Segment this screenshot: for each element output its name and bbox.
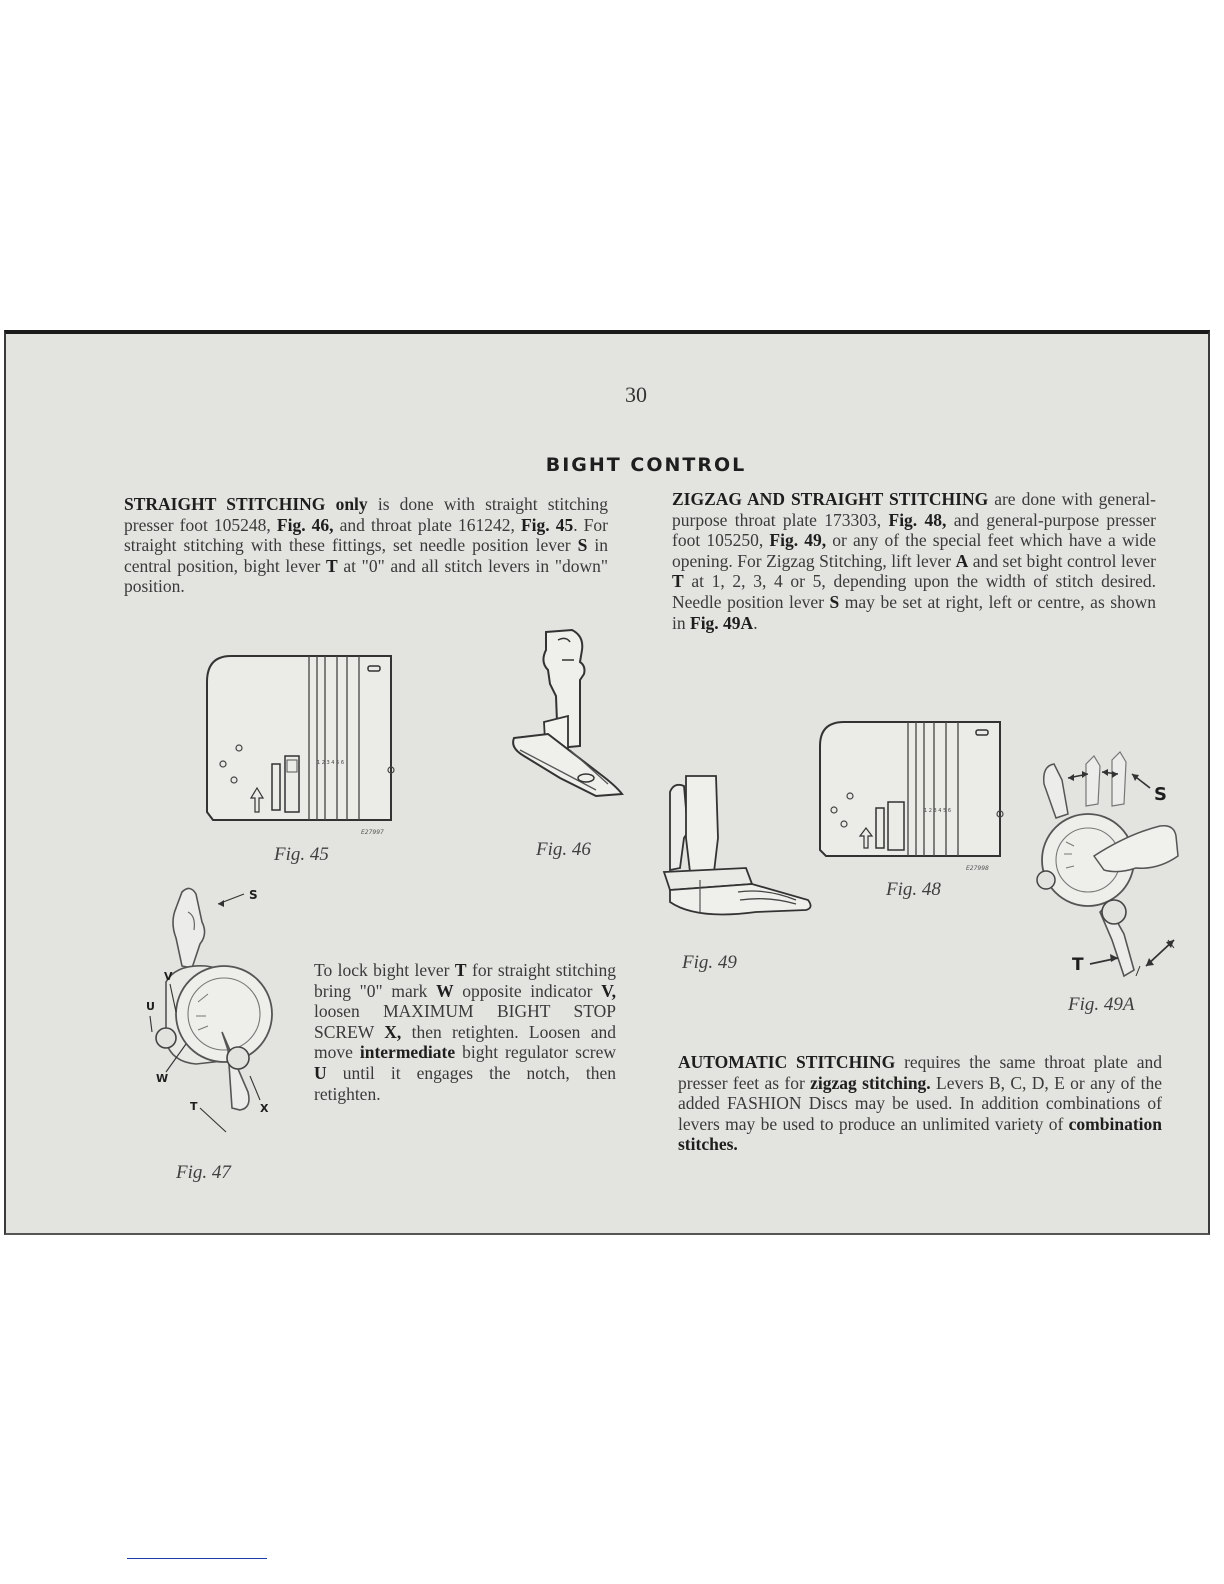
text: may be set at right, left or centre, as … [672,591,1156,633]
label-w: W [156,1072,168,1085]
text: To lock bight lever [314,960,455,980]
fig49-presser-foot-illustration [656,772,816,922]
lever-ref: T [326,555,338,576]
lever-ref: W [436,980,454,1001]
lever-ref: U [314,1062,327,1083]
plate-scale-text: 1 2 3 4 5 6 [924,808,951,814]
fig-ref: Fig. 49, [769,530,827,551]
straight-stitching-paragraph: STRAIGHT STITCHING only is done with str… [124,494,608,597]
text: until it engages the notch, then retight… [314,1062,616,1104]
text: then retighten. Loosen and move [314,1021,616,1063]
text: or any of the special feet which have a … [672,530,1156,571]
text: in central position, bight lever [124,535,608,576]
lever-ref: X, [384,1021,402,1042]
lever-ref: S [577,535,588,556]
text: . [753,612,758,633]
text: at 1, 2, 3, 4 or 5, depending upon the w… [672,571,1156,612]
label-t: T [1072,955,1084,975]
lever-ref: S [829,591,840,612]
straight-stitching-title: STRAIGHT STITCHING [124,494,326,514]
text: Levers B, C, D, E or any of the added FA… [678,1072,1162,1134]
lever-ref: T [454,960,467,980]
text: bight regulator screw [455,1042,616,1063]
fig48-caption: Fig. 48 [886,879,941,900]
lever-ref: V, [601,980,616,1001]
text: are done with general-purpose throat pla… [672,489,1156,530]
fig-ref: Fig. 49A [690,612,754,633]
intermediate-word: intermediate [359,1042,456,1063]
text: at "0" and all stitch levers in "down" p… [124,555,608,597]
page-number: 30 [625,382,647,407]
text: and set bight control lever [968,550,1156,571]
fig49a-lever-detail-illustration: S T [1028,744,1198,984]
label-u: U [146,1000,155,1013]
label-v: V [164,970,173,983]
fig46-presser-foot-illustration [500,626,634,806]
zigzag-stitching-title: ZIGZAG AND STRAIGHT STITCHING [672,489,989,509]
lever-ref: A [955,550,969,571]
text: is done with straight stitching presser … [124,494,608,535]
lock-bight-lever-paragraph: To lock bight lever T for straight stitc… [314,960,616,1104]
plate-scale-text: 1 2 3 4 5 6 [317,760,344,766]
automatic-stitching-paragraph: AUTOMATIC STITCHING requires the same th… [678,1052,1162,1155]
manual-page: 30 BIGHT CONTROL STRAIGHT STITCHING only… [4,330,1210,1235]
text: . For straight stitching with these fitt… [124,514,608,556]
text: opposite indicator [453,980,602,1001]
label-s: S [1154,784,1167,805]
fig49a-caption: Fig. 49A [1068,994,1135,1015]
fig-ref: Fig. 46, [276,514,334,535]
label-s: S [249,888,258,902]
fig45-caption: Fig. 45 [274,844,329,865]
text: requires the same throat plate and press… [678,1052,1162,1093]
label-x: X [260,1102,269,1115]
text: loosen MAXIMUM BIGHT STOP SCREW [314,1001,616,1042]
lever-ref: T [672,571,684,592]
fig-ref: Fig. 45 [520,514,574,535]
page-heading: BIGHT CONTROL [545,454,747,476]
label-t: T [190,1100,198,1113]
zigzag-stitching-paragraph: ZIGZAG AND STRAIGHT STITCHING are done w… [672,489,1156,633]
fig45-throat-plate-illustration: 1 2 3 4 5 6 E27997 [201,652,411,844]
text: and general-purpose presser foot 105250, [672,509,1156,551]
plate-code: E27997 [361,829,384,836]
fig46-caption: Fig. 46 [536,839,591,860]
fig47-caption: Fig. 47 [176,1162,231,1183]
fig47-bight-mechanism-illustration: S V U W T X [136,882,296,1152]
only-word: only [335,494,368,514]
fig-ref: Fig. 48, [888,509,947,530]
automatic-stitching-title: AUTOMATIC STITCHING [678,1052,896,1072]
emphasis: combination stitches. [678,1113,1162,1155]
emphasis: zigzag stitching. [810,1072,931,1093]
text: and throat plate 161242, [333,514,521,535]
plate-code: E27998 [966,865,989,872]
fig49-caption: Fig. 49 [682,952,737,973]
bottom-rule [127,1558,267,1559]
fig48-throat-plate-illustration: 1 2 3 4 5 6 E27998 [814,716,1014,876]
text: for straight stitching bring "0" mark [314,960,616,1001]
